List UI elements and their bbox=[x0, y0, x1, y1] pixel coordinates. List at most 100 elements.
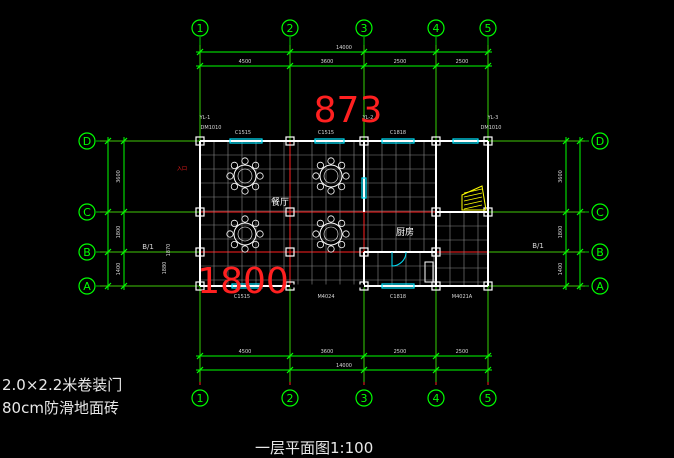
axis-bubble-left-C-label: C bbox=[83, 206, 91, 219]
column-4-1 bbox=[483, 207, 493, 217]
axis-bubble-bottom-2-label: 2 bbox=[287, 392, 294, 405]
tick-right-a-3 bbox=[562, 282, 570, 290]
dim-top-span-2: 2500 bbox=[394, 59, 407, 65]
dim-left-span-2: 1400 bbox=[116, 263, 122, 276]
table-2-table bbox=[319, 164, 343, 188]
tick-bottom-b-4 bbox=[484, 366, 492, 374]
stair-step-1 bbox=[463, 192, 483, 198]
label-b1-left: B/1 bbox=[142, 243, 154, 251]
tick-bottom-b-1 bbox=[286, 366, 294, 374]
table-3-chair-2 bbox=[241, 245, 249, 253]
table-2-chair-4 bbox=[312, 172, 320, 180]
table-2-inner bbox=[323, 168, 339, 184]
window-top-0 bbox=[229, 138, 263, 144]
tick-top-a-1 bbox=[286, 48, 294, 56]
room-dining: 餐厅 bbox=[271, 196, 289, 208]
dim-bottom-total: 14000 bbox=[336, 363, 352, 369]
table-3-chair-1 bbox=[252, 241, 260, 249]
axis-bubble-bottom-1-label: 1 bbox=[197, 392, 204, 405]
dining-tables bbox=[226, 157, 350, 253]
tick-right-b-2 bbox=[576, 248, 584, 256]
label-m_bottom_right: M4021A bbox=[452, 294, 473, 300]
axis-bubble-bottom-5-circle bbox=[479, 389, 497, 407]
axis-bubble-left-A-label: A bbox=[83, 280, 91, 293]
axis-bubble-left-A-circle bbox=[78, 277, 96, 295]
tick-left-b-1 bbox=[120, 208, 128, 216]
table-3-chair-6 bbox=[241, 215, 249, 223]
axis-bubble-left-D-label: D bbox=[83, 135, 91, 148]
axis-bubble-left-B-label: B bbox=[83, 246, 91, 259]
table-1-chair-6 bbox=[241, 157, 249, 165]
axis-bubble-right-A-circle bbox=[591, 277, 609, 295]
label-dm_top_right: DM1010 bbox=[481, 125, 502, 131]
table-2-chair-2 bbox=[327, 187, 335, 195]
tick-bottom-b-3 bbox=[432, 366, 440, 374]
table-1-chair-5 bbox=[230, 161, 238, 169]
table-3-chair-7 bbox=[252, 219, 260, 227]
axis-bubble-top-2-circle bbox=[281, 19, 299, 37]
label-c1515_top_mid: C1515 bbox=[318, 130, 334, 136]
dim-bottom-span-2: 2500 bbox=[394, 349, 407, 355]
column-0-1 bbox=[195, 207, 205, 217]
axis-bubble-top-4-circle bbox=[427, 19, 445, 37]
walls bbox=[195, 136, 493, 291]
dim-top-total: 14000 bbox=[336, 45, 352, 51]
dimension-grid bbox=[78, 19, 609, 407]
axis-bubble-right-C-circle bbox=[591, 203, 609, 221]
tick-top-b-2 bbox=[360, 62, 368, 70]
tick-top-a-3 bbox=[432, 48, 440, 56]
table-1-chair-4 bbox=[226, 172, 234, 180]
dim-top-span-3: 2500 bbox=[456, 59, 469, 65]
label-c1515_top_left: C1515 bbox=[235, 130, 251, 136]
tick-left-a-0 bbox=[104, 137, 112, 145]
axis-bubble-top-3-label: 3 bbox=[361, 22, 368, 35]
floor-tiles bbox=[200, 141, 488, 286]
dim-left-span-1: 1800 bbox=[116, 226, 122, 239]
table-2-chair-5 bbox=[316, 161, 324, 169]
table-2-chair-0 bbox=[342, 172, 350, 180]
axis-bubble-bottom-2-circle bbox=[281, 389, 299, 407]
table-1-chair-0 bbox=[256, 172, 264, 180]
axis-bubble-top-1-label: 1 bbox=[197, 22, 204, 35]
tick-bottom-a-0 bbox=[196, 352, 204, 360]
tick-top-b-0 bbox=[196, 62, 204, 70]
note-door: 2.0×2.2米卷装门 bbox=[2, 376, 123, 394]
room-kitchen: 厨房 bbox=[396, 226, 414, 238]
big-number-bottom: 1800 bbox=[197, 261, 289, 302]
tick-right-a-2 bbox=[562, 248, 570, 256]
label-yl1: YL-1 bbox=[199, 115, 211, 121]
column-3-0 bbox=[431, 136, 441, 146]
dim-right-span-1: 1800 bbox=[558, 226, 564, 239]
window-top-3 bbox=[452, 138, 479, 144]
tick-left-a-2 bbox=[104, 248, 112, 256]
label-yl3: YL-3 bbox=[487, 115, 499, 121]
dim-bottom-span-0: 4500 bbox=[239, 349, 252, 355]
table-2-chair-3 bbox=[316, 183, 324, 191]
tick-bottom-a-2 bbox=[360, 352, 368, 360]
tick-left-b-3 bbox=[120, 282, 128, 290]
axis-bubble-top-2-label: 2 bbox=[287, 22, 294, 35]
axis-bubble-top-5-circle bbox=[479, 19, 497, 37]
axis-bubble-bottom-3-circle bbox=[355, 389, 373, 407]
table-4-inner bbox=[323, 226, 339, 242]
axis-bubble-bottom-4-label: 4 bbox=[433, 392, 440, 405]
column-3-2 bbox=[431, 247, 441, 257]
column-1-0 bbox=[285, 136, 295, 146]
table-4-chair-2 bbox=[327, 245, 335, 253]
axis-bubble-bottom-5-label: 5 bbox=[485, 392, 492, 405]
table-2-chair-1 bbox=[338, 183, 346, 191]
tick-top-b-3 bbox=[432, 62, 440, 70]
tick-right-a-1 bbox=[562, 208, 570, 216]
axis-bubble-top-1-circle bbox=[191, 19, 209, 37]
label-b1-right: B/1 bbox=[532, 242, 544, 250]
window-top-2 bbox=[381, 138, 415, 144]
note-floor-tile: 80cm防滑地面砖 bbox=[2, 399, 119, 417]
tick-bottom-b-2 bbox=[360, 366, 368, 374]
axis-bubble-right-D-circle bbox=[591, 132, 609, 150]
column-2-0 bbox=[359, 136, 369, 146]
label-c1818_top_right: C1818 bbox=[390, 130, 406, 136]
tick-right-b-1 bbox=[576, 208, 584, 216]
stair-step-3 bbox=[463, 200, 483, 206]
door-kitchen bbox=[391, 251, 407, 267]
tick-right-a-0 bbox=[562, 137, 570, 145]
